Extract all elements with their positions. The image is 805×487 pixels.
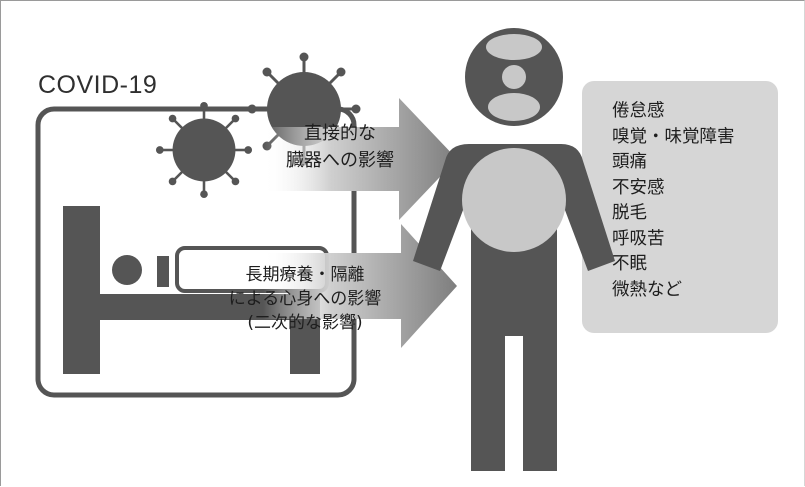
indirect-effect-line-3: (二次的な影響) [247, 313, 363, 333]
hospital-frame [35, 106, 357, 398]
indirect-effect-line-2: による心身への影響 [228, 289, 382, 309]
direct-effect-line-1: 直接的な [304, 123, 376, 144]
symptom-item: 微熱など [612, 279, 682, 300]
symptom-item: 倦怠感 [612, 101, 665, 121]
person-figure [413, 28, 615, 471]
indirect-effect-label: 長期療養・隔離 による心身への影響 (二次的な影響) [197, 263, 413, 335]
symptom-item: 不安感 [612, 177, 665, 198]
direct-effect-label: 直接的な 臓器への影響 [255, 120, 425, 174]
symptom-item: 脱毛 [612, 203, 647, 223]
indirect-arrow [263, 224, 457, 348]
symptom-item: 嗅覚・味覚障害 [612, 126, 735, 147]
covid-19-label: COVID-19 [38, 71, 158, 99]
symptoms-panel [582, 81, 778, 333]
symptom-item: 頭痛 [612, 152, 647, 172]
symptom-item: 呼吸苦 [612, 228, 665, 249]
virus-icon-small [154, 100, 254, 200]
direct-effect-line-2: 臓器への影響 [286, 150, 394, 171]
symptom-list: 倦怠感 嗅覚・味覚障害 頭痛 不安感 脱毛 呼吸苦 不眠 微熱など [612, 99, 735, 303]
direct-arrow [263, 98, 457, 220]
indirect-effect-line-1: 長期療養・隔離 [245, 265, 365, 285]
symptom-item: 不眠 [612, 254, 647, 274]
